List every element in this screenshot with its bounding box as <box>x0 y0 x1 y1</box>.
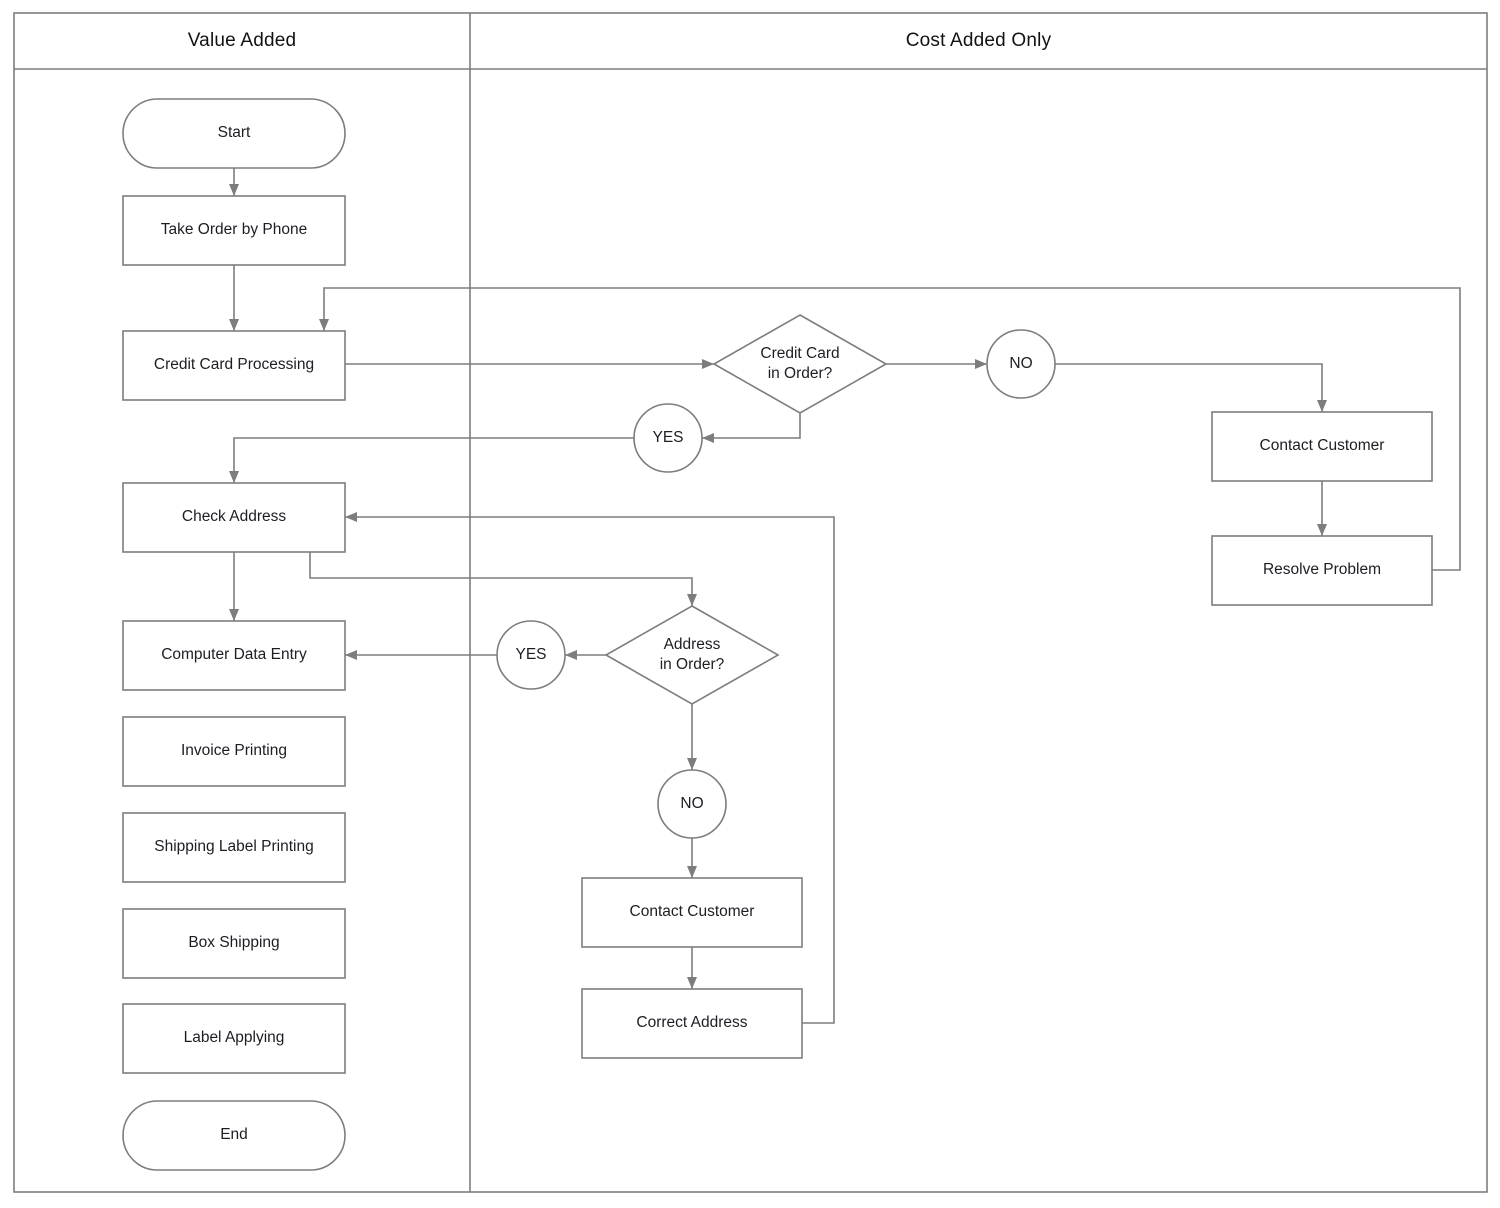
edge-correct-address-to-check-address <box>345 512 835 1024</box>
node-shape-contact-customer-credit <box>1211 411 1433 482</box>
node-shape-credit-card-in-order <box>712 314 888 414</box>
node-shape-start <box>122 98 346 169</box>
node-shape-check-address <box>122 482 346 553</box>
node-shape-resolve-problem <box>1211 535 1433 606</box>
node-shape-label-applying <box>122 1003 346 1074</box>
node-shape-address-in-order <box>604 605 780 705</box>
node-shape-no-address <box>657 769 727 839</box>
edge-check-address-to-address-in-order <box>309 552 697 606</box>
flow-shapes-layer <box>122 98 1433 1171</box>
node-shape-computer-data-entry <box>122 620 346 691</box>
node-shape-yes-address <box>496 620 566 690</box>
node-shape-shipping-label-printing <box>122 812 346 883</box>
node-shape-yes-credit-card <box>633 403 703 473</box>
node-shape-take-order-by-phone <box>122 195 346 266</box>
connector-lines-layer <box>229 168 1461 1024</box>
node-shape-no-credit-card <box>986 329 1056 399</box>
swimlane-frame <box>13 12 1488 1193</box>
edge-credit-card-in-order-to-yes-credit-card <box>702 413 801 443</box>
node-shape-invoice-printing <box>122 716 346 787</box>
node-shape-box-shipping <box>122 908 346 979</box>
edge-yes-credit-card-to-check-address <box>229 437 634 483</box>
node-shape-end <box>122 1100 346 1171</box>
lane-outer-border <box>13 12 1488 1193</box>
node-shape-credit-card-processing <box>122 330 346 401</box>
lane-header-value-added: Value Added <box>187 30 297 51</box>
node-shape-correct-address <box>581 988 803 1059</box>
node-shape-contact-customer-address <box>581 877 803 948</box>
edge-resolve-problem-to-credit-card-processing <box>319 287 1461 571</box>
edge-no-credit-card-to-contact-customer-credit <box>1055 363 1327 412</box>
lane-header-cost-added-only: Cost Added Only <box>905 30 1052 51</box>
